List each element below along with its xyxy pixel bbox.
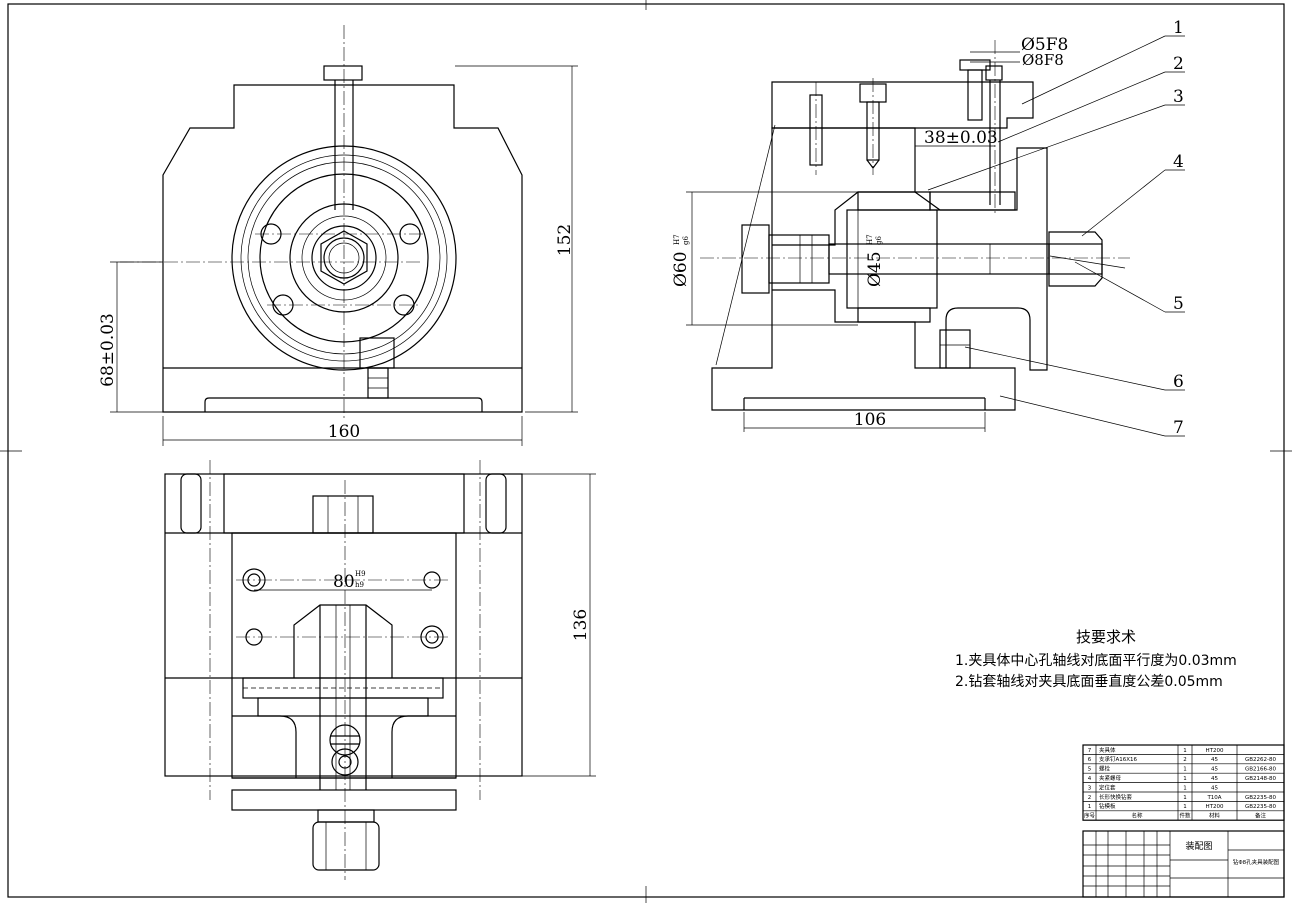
bom-header-qty: 件数 xyxy=(1179,812,1191,820)
bom-cell-no: 4 xyxy=(1088,776,1092,782)
bom-cell-note: GB2262-80 xyxy=(1245,757,1277,763)
bom-cell-qty: 1 xyxy=(1183,767,1187,773)
requirements-title: 技要求术 xyxy=(1076,628,1136,646)
bom-cell-name: 夹具体 xyxy=(1099,746,1116,754)
bom-cell-no: 1 xyxy=(1088,804,1092,810)
callout-1: 1 xyxy=(1173,18,1184,38)
plan-view xyxy=(164,460,523,880)
dim-diam5f8: Ø5F8 xyxy=(1021,35,1068,55)
bom-header-material: 材料 xyxy=(1209,812,1221,820)
callout-4: 4 xyxy=(1173,152,1184,172)
bom-cell-note: GB2235-80 xyxy=(1245,795,1277,801)
drawing-type: 装配图 xyxy=(1185,840,1212,852)
dim-80-fit-bot: h9 xyxy=(355,581,364,589)
callout-2: 2 xyxy=(1173,54,1184,74)
bom-cell-material: HT200 xyxy=(1206,748,1224,754)
bom-cell-qty: 2 xyxy=(1183,757,1187,763)
technical-requirements: 技要求术 1.夹具体中心孔轴线对底面平行度为0.03mm 2.钻套轴线对夹具底面… xyxy=(955,628,1237,690)
drawing-title: 钻Φ8孔夹具装配图 xyxy=(1233,858,1280,866)
bom-cell-no: 2 xyxy=(1088,795,1092,801)
callout-5: 5 xyxy=(1173,294,1184,314)
callout-7: 7 xyxy=(1173,418,1184,438)
bom-cell-no: 7 xyxy=(1088,748,1092,754)
bom-cell-material: 45 xyxy=(1211,785,1218,791)
bom-cell-name: 定位套 xyxy=(1099,783,1116,791)
bom-cell-no: 3 xyxy=(1088,785,1092,791)
bom-cell-material: 45 xyxy=(1211,757,1218,763)
dim-diam45: Ø45 xyxy=(865,251,885,287)
callout-3: 3 xyxy=(1173,87,1184,107)
bom-cell-name: 长形快换钻套 xyxy=(1099,793,1133,801)
bom-cell-name: 螺栓 xyxy=(1099,765,1111,773)
dim-68: 68±0.03 xyxy=(98,313,118,387)
part-callouts: 1 2 3 4 5 6 7 xyxy=(927,18,1185,438)
front-view-dimensions: 152 68±0.03 160 xyxy=(98,65,578,446)
bom-cell-name: 钻模板 xyxy=(1099,802,1116,810)
dim-106: 106 xyxy=(854,410,886,430)
bom-header-name: 名称 xyxy=(1131,812,1143,820)
bom-cell-note: GB2235-80 xyxy=(1245,804,1277,810)
bom-header-note: 备注 xyxy=(1255,812,1267,820)
section-view xyxy=(700,40,1130,411)
bom-cell-name: 支承钉A16X16 xyxy=(1099,755,1138,763)
callout-6: 6 xyxy=(1173,372,1184,392)
dim-80: 80 xyxy=(333,572,355,592)
bom-cell-qty: 1 xyxy=(1183,776,1187,782)
bom-cell-note: GB2166-80 xyxy=(1245,767,1277,773)
bom-cell-qty: 1 xyxy=(1183,804,1187,810)
bom-cell-qty: 1 xyxy=(1183,785,1187,791)
dim-diam60-fit-bot: g6 xyxy=(682,236,690,245)
bom-cell-material: 45 xyxy=(1211,767,1218,773)
dim-diam45-fit-bot: g6 xyxy=(875,236,883,245)
bom-cell-material: HT200 xyxy=(1206,804,1224,810)
dim-152: 152 xyxy=(555,224,575,256)
bom-cell-name: 夹紧螺母 xyxy=(1099,774,1122,782)
front-view xyxy=(120,25,523,420)
bom-cell-qty: 1 xyxy=(1183,795,1187,801)
bom-cell-no: 5 xyxy=(1088,767,1092,773)
dim-160: 160 xyxy=(328,422,360,442)
bom-header-no: 序号 xyxy=(1084,812,1096,820)
bom-cell-note: GB2148-80 xyxy=(1245,776,1277,782)
dim-80-fit-top: H9 xyxy=(355,570,366,578)
bom-cell-qty: 1 xyxy=(1183,748,1187,754)
dim-diam60-fit-top: H7 xyxy=(673,234,681,245)
dim-136: 136 xyxy=(571,609,591,641)
dim-38: 38±0.03 xyxy=(924,128,998,148)
dim-diam60: Ø60 xyxy=(671,251,691,287)
dim-diam45-fit-top: H7 xyxy=(866,234,874,245)
title-block: 装配图 钻Φ8孔夹具装配图 xyxy=(1082,830,1285,898)
bom-cell-material: 45 xyxy=(1211,776,1218,782)
requirement-1: 1.夹具体中心孔轴线对底面平行度为0.03mm xyxy=(955,653,1237,669)
bom-cell-no: 6 xyxy=(1088,757,1092,763)
plan-view-dimensions: 136 80 H9 h9 xyxy=(254,473,596,777)
dim-diam8f8: Ø8F8 xyxy=(1022,51,1064,69)
bom-cell-material: T10A xyxy=(1206,795,1221,801)
requirement-2: 2.钻套轴线对夹具底面垂直度公差0.05mm xyxy=(955,673,1223,690)
section-view-dimensions: Ø60 H7 g6 Ø45 H7 g6 38±0.03 Ø5F8 Ø8F8 10… xyxy=(671,35,1068,432)
